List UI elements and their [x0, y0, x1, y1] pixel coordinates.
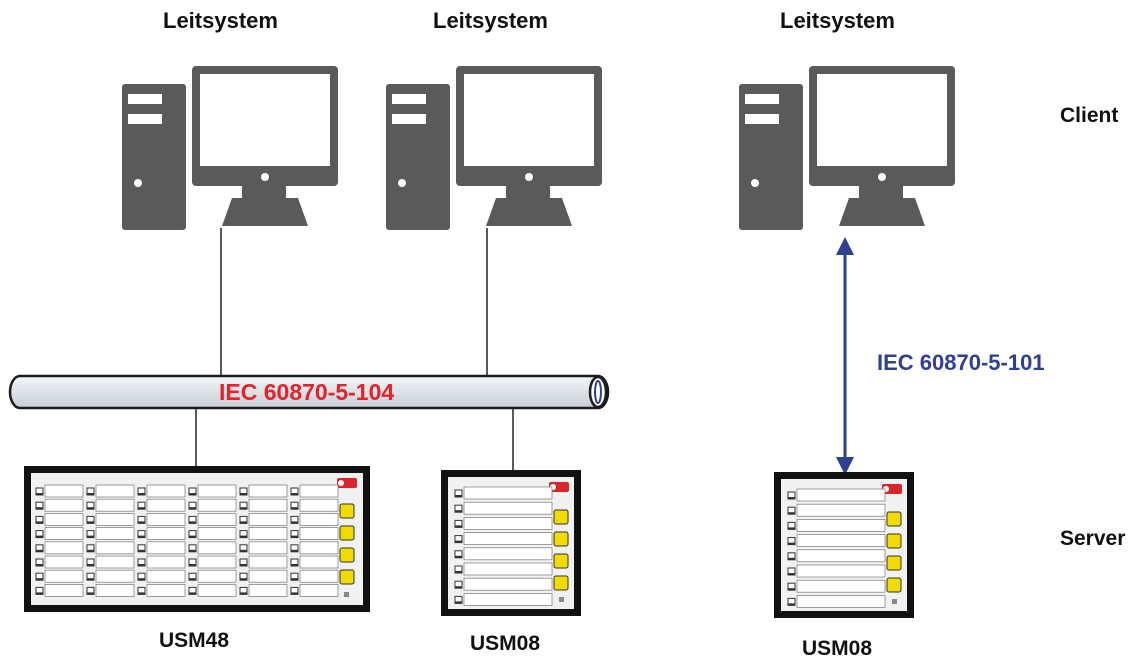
panel-key-row — [787, 488, 886, 502]
panel-key-row — [454, 532, 553, 545]
panel-key-row — [290, 513, 339, 526]
computer-2-icon — [386, 66, 602, 230]
usm08-panel-1-icon — [441, 470, 581, 616]
bus-label: IEC 60870-5-104 — [219, 379, 395, 405]
panel-key-row — [454, 486, 553, 500]
panel-key-row — [188, 484, 237, 498]
panel-key-row — [454, 517, 553, 530]
panel-key-row — [137, 569, 186, 583]
panel-key-row — [787, 549, 886, 563]
panel-key-row — [787, 564, 886, 578]
panel-key-row — [188, 513, 237, 526]
panel-key-row — [137, 527, 186, 540]
panel-key-row — [454, 547, 553, 561]
panel-key-row — [35, 569, 84, 583]
panel-key-row — [137, 541, 186, 555]
client-role-label: Client — [1060, 104, 1119, 127]
panel-key-row — [239, 498, 288, 512]
panel-key-row — [35, 498, 84, 512]
panel-key-row — [86, 513, 135, 526]
panel-key-row — [290, 555, 339, 569]
panel-key-row — [239, 541, 288, 555]
panel-key-row — [787, 579, 886, 593]
computer-1-icon — [122, 66, 338, 230]
panel-key-row — [290, 569, 339, 583]
panel-key-row — [239, 555, 288, 569]
panel-key-row — [137, 513, 186, 526]
panel-key-row — [35, 484, 84, 498]
usm48-label: USM48 — [159, 629, 230, 652]
panel-key-row — [86, 527, 135, 540]
panel-key-row — [137, 498, 186, 512]
serial-link-label: IEC 60870-5-101 — [877, 350, 1045, 375]
panel-key-row — [290, 584, 339, 597]
panel-key-row — [35, 584, 84, 597]
panel-key-row — [35, 513, 84, 526]
panel-key-row — [787, 503, 886, 517]
panel-key-row — [454, 501, 553, 515]
panel-key-row — [454, 562, 553, 576]
panel-key-row — [239, 527, 288, 540]
panel-key-row — [86, 584, 135, 597]
usm48-panel-icon — [24, 466, 370, 612]
panel-key-row — [188, 569, 237, 583]
panel-key-row — [86, 555, 135, 569]
panel-key-row — [86, 484, 135, 498]
panel-key-row — [290, 541, 339, 555]
server-role-label: Server — [1060, 527, 1126, 550]
panel-key-row — [137, 484, 186, 498]
panel-key-row — [239, 484, 288, 498]
panel-key-row — [787, 519, 886, 532]
panel-key-row — [188, 555, 237, 569]
panel-key-row — [137, 555, 186, 569]
iec-104-bus — [8, 374, 610, 410]
panel-key-row — [290, 484, 339, 498]
panel-key-row — [239, 584, 288, 597]
computer-3-title: Leitsystem — [780, 8, 895, 33]
panel-key-row — [35, 527, 84, 540]
panel-key-row — [454, 577, 553, 591]
panel-key-row — [86, 541, 135, 555]
usm08-2-label: USM08 — [802, 637, 873, 660]
panel-key-row — [86, 569, 135, 583]
usm08-panel-2-icon — [774, 472, 914, 618]
computer-2-title: Leitsystem — [433, 8, 548, 33]
panel-key-row — [35, 541, 84, 555]
panel-key-row — [290, 498, 339, 512]
panel-key-row — [239, 513, 288, 526]
panel-key-row — [787, 534, 886, 547]
panel-key-row — [290, 527, 339, 540]
panel-key-row — [239, 569, 288, 583]
panel-key-row — [188, 527, 237, 540]
computer-1-title: Leitsystem — [163, 8, 278, 33]
computer-3-icon — [739, 66, 955, 230]
usm08-1-label: USM08 — [470, 632, 541, 655]
panel-key-row — [188, 541, 237, 555]
panel-key-row — [787, 595, 886, 608]
panel-key-row — [454, 593, 553, 606]
panel-key-row — [188, 498, 237, 512]
panel-key-row — [188, 584, 237, 597]
panel-key-row — [86, 498, 135, 512]
panel-key-row — [137, 584, 186, 597]
panel-key-row — [35, 555, 84, 569]
